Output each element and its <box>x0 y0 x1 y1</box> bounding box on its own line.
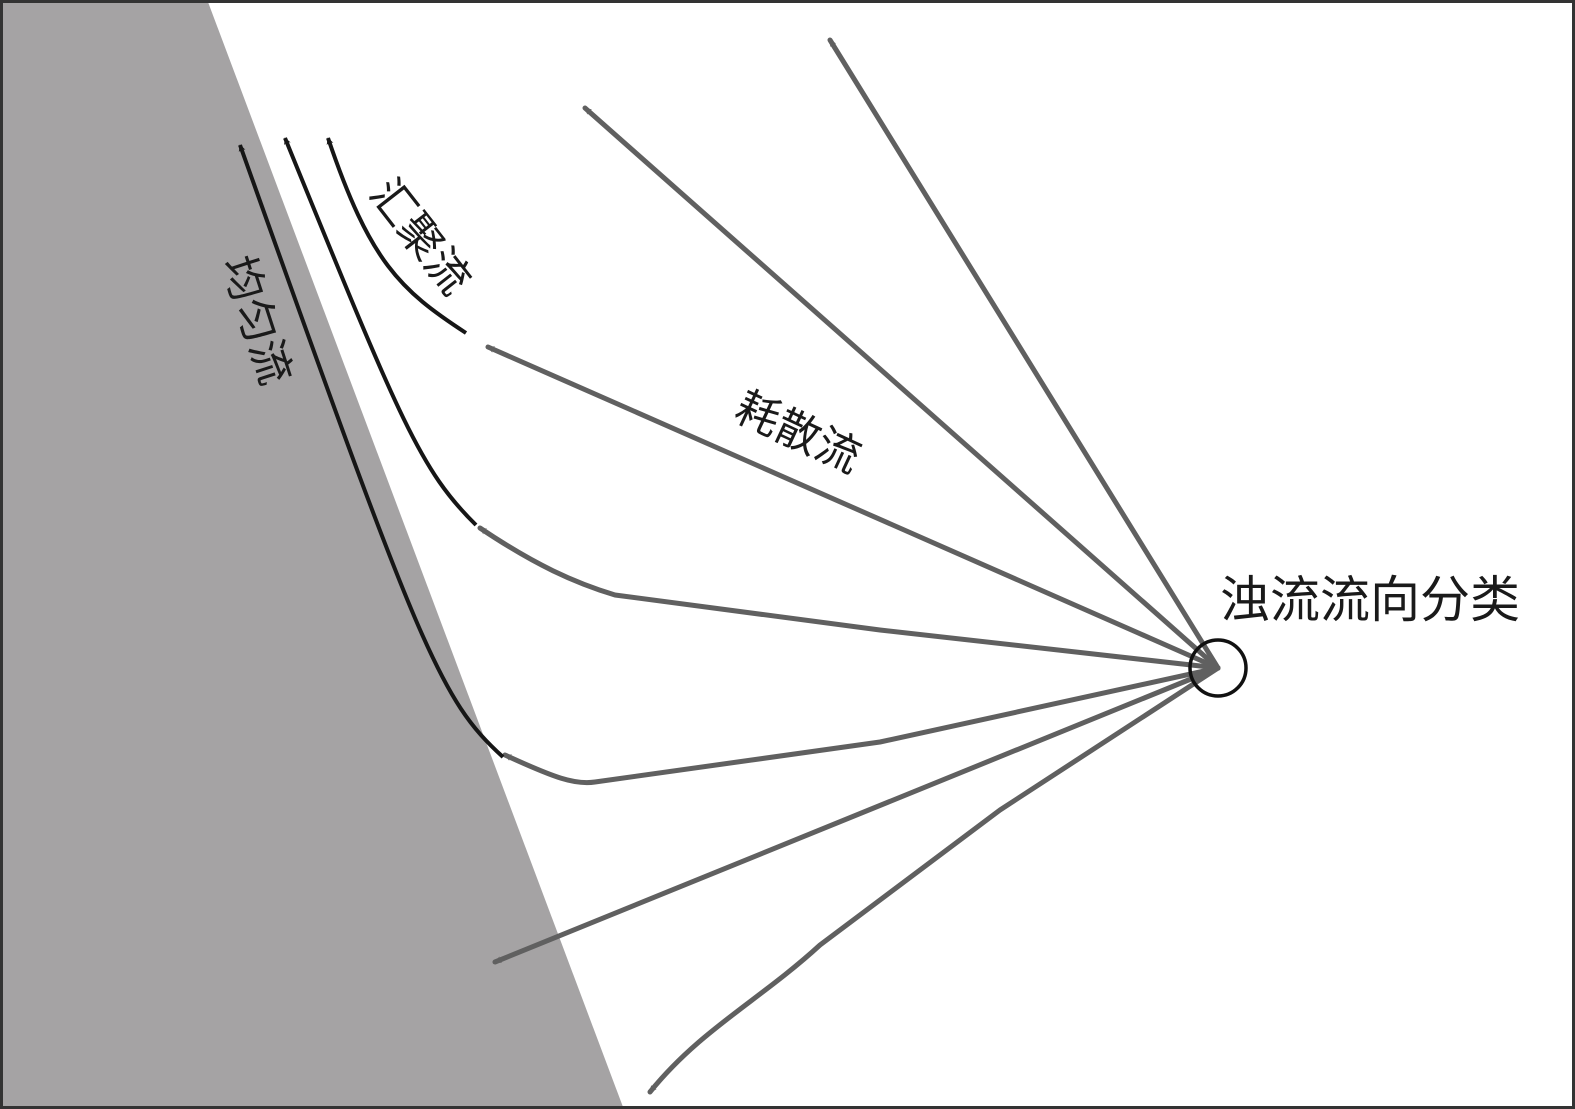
convergent-flow-line-2 <box>283 137 478 527</box>
flow-arrow-mid-lower <box>502 665 1221 786</box>
convergent-flow-line-1 <box>326 137 468 335</box>
flow-arrow-bottom <box>647 665 1221 1095</box>
dissipative-flow-arrow <box>485 344 1221 671</box>
source-point <box>1188 638 1248 698</box>
flow-arrow-mid-upper <box>477 525 1221 671</box>
flow-arrow-lower <box>492 665 1221 965</box>
uniform-flow-line <box>238 144 505 759</box>
flow-arrow-upper <box>582 105 1221 671</box>
diagram-title: 浊流流向分类 <box>1220 571 1520 629</box>
flow-arrow-upper-right <box>827 37 1221 671</box>
slope-region <box>2 2 623 1107</box>
